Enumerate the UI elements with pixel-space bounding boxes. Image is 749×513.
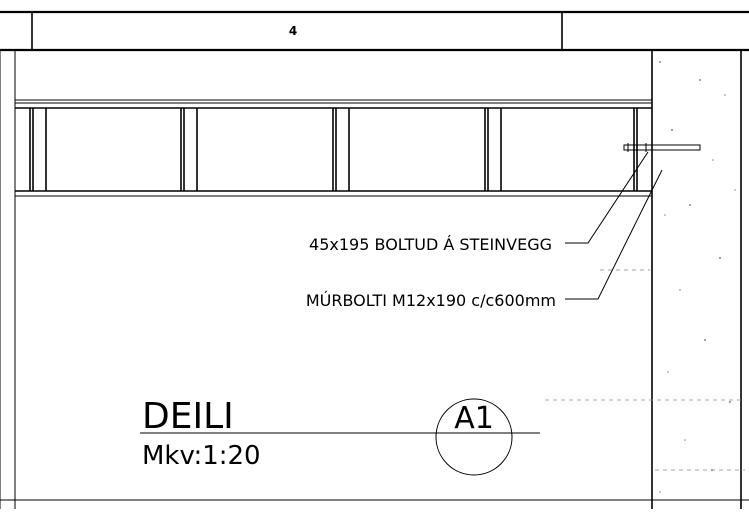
- studs: [29, 108, 638, 191]
- detail-scale: Mkv:1:20: [142, 441, 261, 471]
- detail-title: DEILI: [142, 396, 234, 437]
- stone-wall: [651, 50, 742, 509]
- grid-label: 4: [289, 24, 297, 38]
- detail-circle: [435, 398, 513, 476]
- leader-lines: [565, 151, 663, 300]
- detail-id: A1: [454, 401, 494, 436]
- construction-lines: [545, 269, 745, 471]
- annotation-line-2: MÚRBOLTI M12x190 c/c600mm: [306, 291, 556, 310]
- annotation-line-1: 45x195 BOLTUD Á STEINVEGG: [309, 235, 552, 254]
- header-band: [0, 10, 749, 509]
- wall-bolt: [623, 143, 701, 152]
